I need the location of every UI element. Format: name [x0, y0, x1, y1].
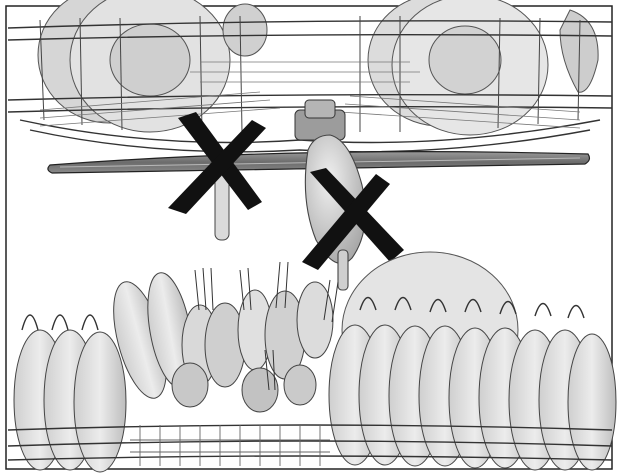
illustration-canvas: [0, 0, 618, 475]
dishwasher-illustration: [0, 0, 618, 475]
